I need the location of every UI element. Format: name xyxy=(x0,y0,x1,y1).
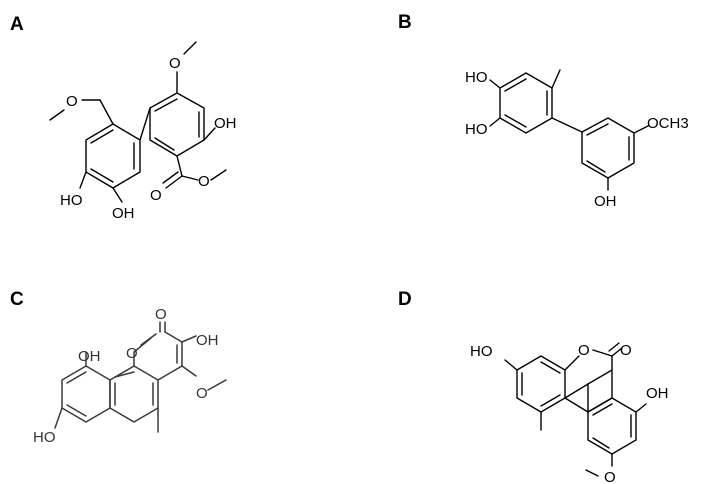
bond xyxy=(157,365,183,381)
bond xyxy=(90,129,114,144)
bond xyxy=(504,359,518,371)
bond xyxy=(176,155,183,177)
bond xyxy=(489,79,501,89)
bond xyxy=(162,171,179,184)
bond xyxy=(592,403,613,416)
bond xyxy=(79,171,87,189)
atom-label: HO xyxy=(60,192,83,209)
atom-label: O xyxy=(126,345,138,362)
atom-label: HO xyxy=(465,69,488,86)
atom-label: O xyxy=(66,93,78,110)
bond xyxy=(540,394,561,407)
bond xyxy=(551,69,561,89)
bond xyxy=(165,175,183,189)
ring-a-left xyxy=(85,123,141,189)
bond xyxy=(633,125,649,134)
bond xyxy=(66,371,87,384)
panel-c: C O O OH O OH HO xyxy=(10,289,227,446)
ring-c-middle xyxy=(109,365,159,423)
bond xyxy=(140,333,157,346)
panel-label-a: A xyxy=(10,14,24,35)
atom-label: HO xyxy=(470,343,493,360)
atom-label: O xyxy=(150,187,162,204)
bond xyxy=(154,137,175,151)
bond xyxy=(203,127,216,141)
bond xyxy=(540,361,561,374)
bond xyxy=(207,379,227,391)
bond xyxy=(99,99,114,125)
panel-label-b: B xyxy=(398,12,412,33)
atom-label: O xyxy=(169,55,181,72)
atom-label: O xyxy=(198,173,210,190)
ring-d-right xyxy=(587,397,637,455)
ring-b-lower xyxy=(581,117,635,179)
bond xyxy=(90,168,114,183)
bond xyxy=(183,41,197,55)
bond xyxy=(164,331,183,343)
atom-label: O xyxy=(196,385,208,402)
bond xyxy=(592,349,613,357)
bond xyxy=(154,98,178,112)
atom-label: OH xyxy=(196,332,219,349)
panel-d: D O O OH O HO xyxy=(398,289,669,484)
bond xyxy=(181,335,197,343)
bond xyxy=(181,175,199,181)
panel-b: B HO HO OCH3 OH xyxy=(398,12,689,210)
bond xyxy=(114,371,135,378)
ring-d-left xyxy=(516,355,566,413)
atom-label: OH xyxy=(214,115,237,132)
atom-label: OH xyxy=(646,385,669,402)
atom-label: OH xyxy=(594,193,617,210)
bond xyxy=(489,117,501,127)
bond-biaryl xyxy=(551,117,583,133)
panel-a: A O HO OH O OH O O xyxy=(10,14,237,222)
bond-biaryl xyxy=(139,107,151,141)
bond xyxy=(592,437,610,449)
panel-label-c: C xyxy=(10,289,24,310)
bond xyxy=(112,187,123,203)
ring-d-mid xyxy=(564,369,613,413)
bond xyxy=(54,407,63,429)
atom-label: O xyxy=(155,306,167,323)
bond xyxy=(608,342,620,352)
bond xyxy=(66,404,87,417)
bond xyxy=(504,78,527,92)
bond xyxy=(504,114,527,128)
bond xyxy=(586,160,606,173)
atom-label: O xyxy=(620,342,632,359)
atom-label: OCH3 xyxy=(647,115,689,132)
atom-label: OH xyxy=(78,348,101,365)
bond xyxy=(585,469,599,477)
bond xyxy=(564,355,580,371)
ring-b-upper xyxy=(499,72,553,134)
atom-label: O xyxy=(604,469,616,484)
bond xyxy=(181,365,197,377)
panel-label-d: D xyxy=(398,289,412,310)
bond xyxy=(611,347,623,357)
atom-label: HO xyxy=(33,429,56,446)
atom-label: OH xyxy=(112,205,135,222)
bond xyxy=(49,109,65,121)
atom-label: O xyxy=(578,342,590,359)
bond xyxy=(635,403,647,413)
ring-c-left xyxy=(61,365,111,423)
atom-label: HO xyxy=(465,121,488,138)
bond xyxy=(586,123,609,136)
bond xyxy=(210,169,227,181)
ring-a-right xyxy=(149,92,205,157)
